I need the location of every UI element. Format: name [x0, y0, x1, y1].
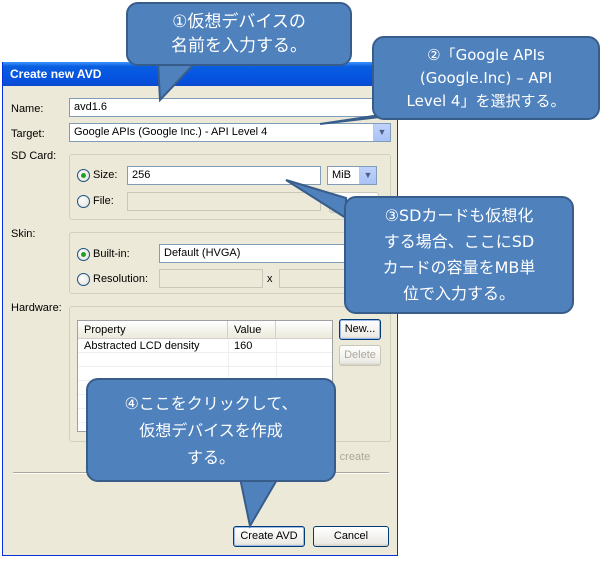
target-label: Target:: [11, 128, 45, 140]
table-row[interactable]: Abstracted LCD density 160: [78, 339, 332, 353]
callout-2-line-3: Level 4」を選択する。: [406, 91, 566, 110]
table-header: Property Value: [78, 321, 332, 339]
column-header-value[interactable]: Value: [228, 321, 276, 339]
callout-1-line-2: 名前を入力する。: [171, 36, 307, 56]
callout-3: ③SDカードも仮想化 する場合、ここにSD カードの容量をMB単 位で入力する。: [344, 196, 574, 314]
size-radio[interactable]: [77, 169, 90, 182]
callout-4-line-2: 仮想デバイスを作成: [139, 420, 283, 440]
resolution-x-label: x: [267, 273, 273, 285]
sdcard-group: [69, 154, 391, 220]
force-create-label: ce create: [325, 451, 371, 463]
builtin-select[interactable]: Default (HVGA): [159, 244, 349, 263]
target-select[interactable]: Google APIs (Google Inc.) - API Level 4 …: [69, 123, 391, 142]
callout-3-line-4: 位で入力する。: [402, 284, 515, 303]
delete-property-button[interactable]: Delete: [339, 345, 381, 366]
table-row: [78, 353, 332, 367]
callout-4-line-1: ④ここをクリックして、: [124, 393, 298, 413]
target-select-value: Google APIs (Google Inc.) - API Level 4: [74, 126, 268, 138]
size-unit-select[interactable]: MiB ▼: [327, 166, 377, 185]
resolution-radio[interactable]: [77, 273, 90, 286]
row-property: Abstracted LCD density: [84, 340, 200, 352]
new-property-button[interactable]: New...: [339, 319, 381, 340]
sdcard-label: SD Card:: [11, 150, 57, 162]
resolution-width-input[interactable]: [159, 269, 263, 288]
size-unit-value: MiB: [332, 169, 351, 181]
dialog-title: Create new AVD: [3, 62, 397, 86]
row-value[interactable]: 160: [234, 340, 253, 352]
callout-2: ②「Google APIs (Google.Inc) – API Level 4…: [372, 36, 600, 120]
callout-3-line-3: カードの容量をMB単: [382, 258, 536, 277]
cancel-button[interactable]: Cancel: [313, 526, 389, 547]
callout-2-line-2: (Google.Inc) – API: [419, 68, 553, 87]
hardware-label: Hardware:: [11, 302, 62, 314]
file-input[interactable]: [127, 192, 321, 211]
name-input[interactable]: avd1.6: [69, 98, 387, 117]
name-label: Name:: [11, 103, 44, 115]
column-header-property[interactable]: Property: [78, 321, 228, 339]
file-radio[interactable]: [77, 195, 90, 208]
callout-3-line-2: する場合、ここにSD: [383, 232, 535, 251]
create-avd-button[interactable]: Create AVD: [233, 526, 305, 547]
chevron-down-icon[interactable]: ▼: [359, 167, 376, 184]
size-input[interactable]: 256: [127, 166, 321, 185]
size-label: Size:: [93, 169, 118, 181]
skin-label: Skin:: [11, 228, 36, 240]
file-label: File:: [93, 195, 114, 207]
callout-2-line-1: ②「Google APIs: [427, 45, 545, 64]
builtin-radio[interactable]: [77, 248, 90, 261]
callout-1-line-1: ①仮想デバイスの: [172, 12, 306, 32]
callout-4: ④ここをクリックして、 仮想デバイスを作成 する。: [86, 378, 336, 482]
chevron-down-icon[interactable]: ▼: [373, 124, 390, 141]
resolution-label: Resolution:: [93, 273, 149, 285]
resolution-height-input[interactable]: [279, 269, 349, 288]
callout-4-line-3: する。: [186, 447, 235, 467]
callout-1: ①仮想デバイスの 名前を入力する。: [126, 2, 352, 66]
callout-3-line-1: ③SDカードも仮想化: [384, 206, 534, 225]
builtin-label: Built-in:: [93, 248, 130, 260]
